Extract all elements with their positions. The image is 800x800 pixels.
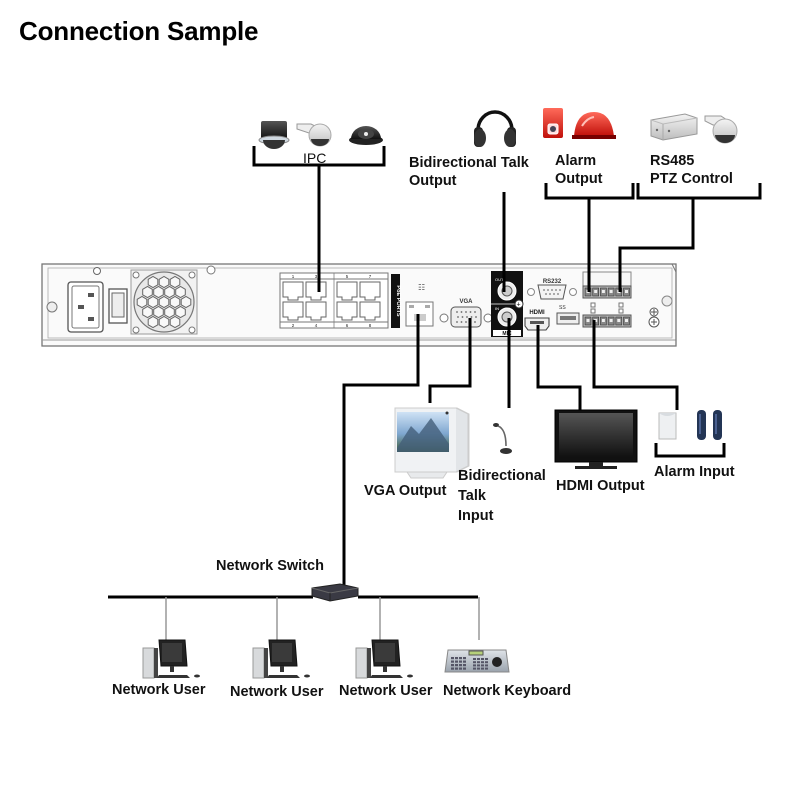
ptz-camera-icon [704, 115, 738, 144]
poe-port [305, 281, 327, 301]
poe-port-number: 4 [315, 323, 318, 328]
rs232-label: RS232 [543, 279, 562, 285]
poe-port-number: 5 [346, 274, 349, 279]
dome-camera-icon [349, 126, 383, 145]
indoor-speed-dome-icon [258, 121, 290, 149]
alarm-output-label: Alarm Output [555, 152, 603, 188]
strobe-siren-icon [543, 108, 563, 138]
connection-wires [108, 146, 762, 599]
network-switch-label: Network Switch [216, 558, 324, 574]
talk-input-label-line3: Input [458, 508, 494, 524]
decoder-box-icon [650, 113, 698, 141]
talk-output-label-line2: Output [409, 173, 457, 189]
nvr-rear-panel: 1 2 3 4 5 6 7 8 PoE PORTS ☷ VGA OUT IN [41, 263, 677, 347]
poe-port [359, 281, 381, 301]
network-client-label: Network User [230, 684, 324, 700]
poe-port [282, 281, 304, 301]
ipc-label: IPC [303, 150, 327, 166]
talk-input-label-line2: Talk [458, 488, 486, 504]
ground-screw-icon [648, 295, 673, 328]
desktop-pc-icon [142, 639, 200, 679]
alarm-output-label-line2: Output [555, 171, 603, 187]
ptz-keyboard-icon [444, 649, 510, 673]
alarm-input-devices [658, 410, 722, 440]
headphones-icon [474, 110, 516, 147]
poe-port [282, 301, 304, 321]
poe-port [336, 301, 358, 321]
lcd-tv-icon [554, 409, 638, 469]
ptz-control-label-line2: PTZ Control [650, 171, 733, 187]
poe-port-number: 6 [346, 323, 349, 328]
svg-text:+: + [517, 302, 521, 309]
poe-port-number: 8 [369, 323, 372, 328]
ptz-control-devices [650, 113, 738, 144]
usb-port: SS [556, 305, 580, 325]
alarm-input-label: Alarm Input [654, 464, 735, 480]
network-switch-icon [311, 583, 359, 602]
page-title: Connection Sample [19, 16, 259, 46]
poe-ports: 1 2 3 4 5 6 7 8 PoE PORTS [279, 272, 401, 329]
crt-monitor-icon [394, 407, 470, 479]
microphone-icon [493, 423, 512, 454]
power-switch [108, 288, 128, 324]
beam-detector-icon [697, 410, 722, 440]
poe-port [305, 301, 327, 321]
poe-port-number: 7 [369, 274, 372, 279]
talk-output-label-line1: Bidirectional Talk [409, 155, 529, 171]
network-client-label: Network User [112, 682, 206, 698]
pir-detector-icon [658, 412, 677, 440]
network-client-label: Network User [339, 683, 433, 699]
network-drops [165, 597, 480, 640]
audio-in-label: IN [495, 306, 499, 311]
ptz-camera-icon [296, 123, 332, 147]
mic-label: MIC [502, 331, 512, 337]
hdmi-label: HDMI [529, 310, 545, 316]
talk-input-label: Bidirectional Talk Input [458, 466, 546, 526]
ptz-control-label-line1: RS485 [650, 153, 695, 169]
fan-icon [130, 265, 216, 335]
screw-icon [46, 301, 58, 313]
power-inlet [67, 267, 104, 333]
poe-port [359, 301, 381, 321]
vga-output-label: VGA Output [364, 483, 447, 499]
svg-text:☷: ☷ [418, 283, 425, 292]
hdmi-port: HDMI [524, 310, 550, 331]
audio-out-label: OUT [495, 277, 504, 282]
desktop-pc-icon [252, 639, 310, 679]
audio-ports: OUT IN MIC + [491, 271, 524, 337]
ipc-cameras [258, 121, 383, 149]
usb-label: SS [559, 305, 566, 311]
hdmi-output-label: HDMI Output [556, 478, 645, 494]
vga-port: VGA [439, 299, 493, 328]
alarm-output-label-line1: Alarm [555, 153, 597, 169]
poe-port-number: 1 [292, 274, 295, 279]
alarm-output-devices [543, 108, 616, 139]
talk-output-label: Bidirectional Talk Output [409, 154, 529, 190]
ptz-control-label: RS485 PTZ Control [650, 152, 733, 188]
poe-port-number: 3 [315, 274, 318, 279]
poe-port [336, 281, 358, 301]
rs232-port: RS232 [527, 279, 577, 300]
network-client-label: Network Keyboard [443, 683, 572, 699]
poe-ports-label: PoE PORTS [395, 285, 401, 317]
talk-input-label-line1: Bidirectional [458, 468, 546, 484]
alarm-beacon-icon [572, 112, 616, 139]
desktop-pc-icon [355, 639, 413, 679]
poe-port-number: 2 [292, 323, 295, 328]
vga-port-label: VGA [459, 299, 473, 305]
